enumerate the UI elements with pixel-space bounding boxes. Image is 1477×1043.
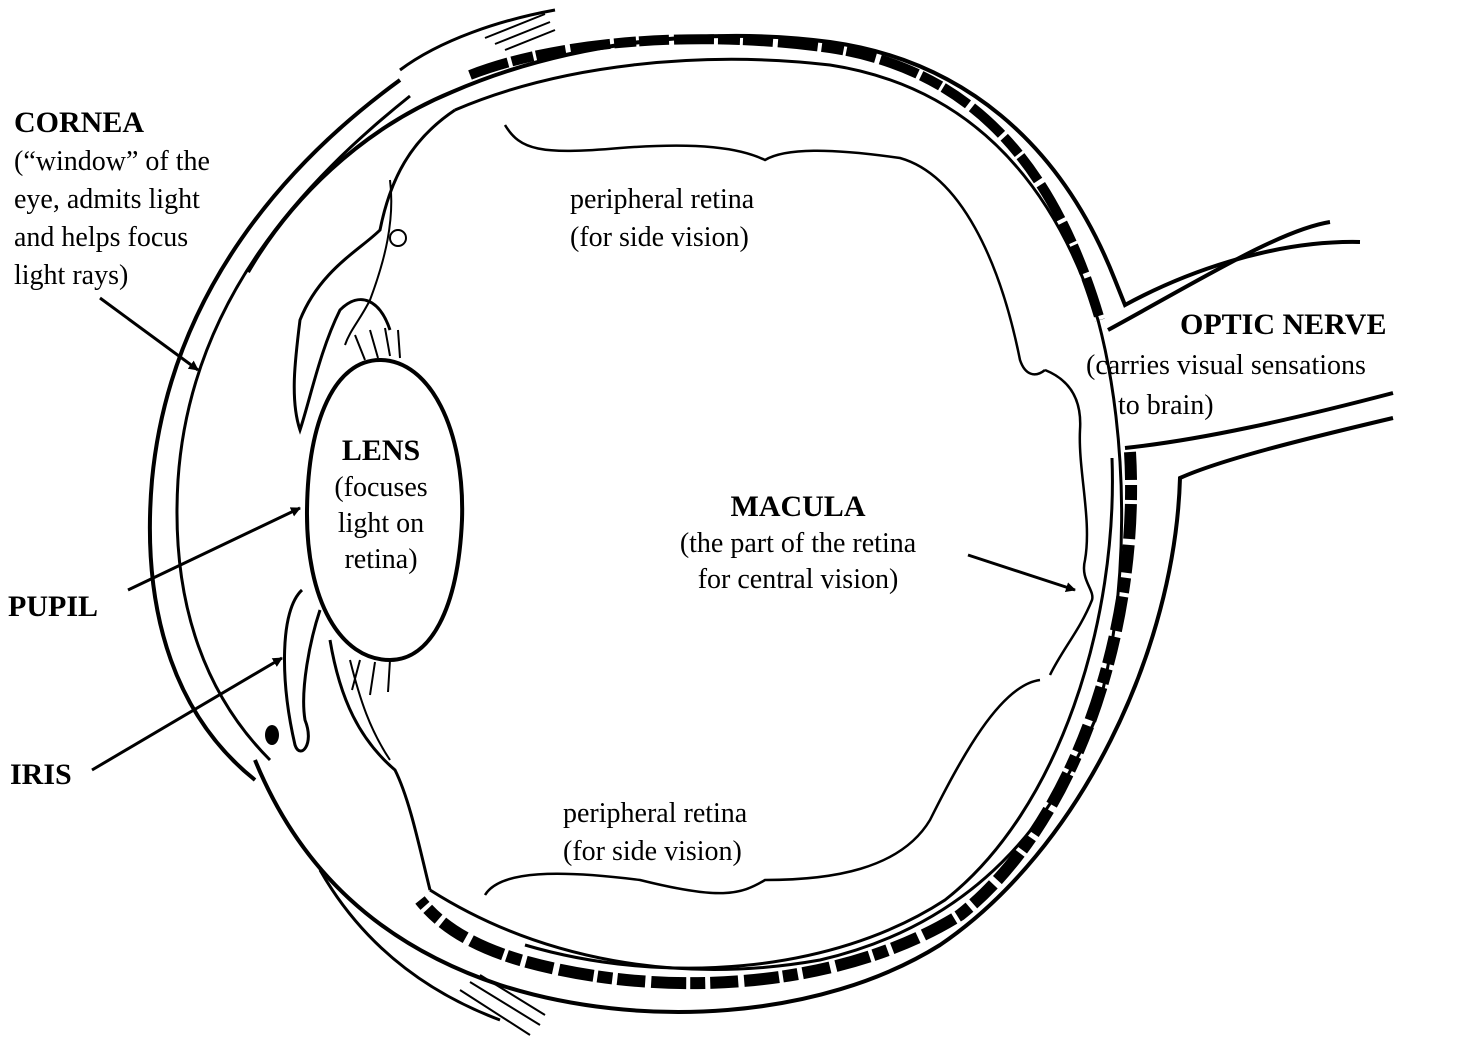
cornea-title: CORNEA <box>14 108 210 138</box>
cornea-arrow <box>100 298 198 370</box>
iris-label: IRIS <box>10 760 72 790</box>
lens-desc-2: light on <box>318 510 444 538</box>
sclera-outer-upper <box>248 36 1360 305</box>
peripheral-top-desc-2: (for side vision) <box>570 224 754 252</box>
macula-contour <box>1045 370 1092 675</box>
peripheral-retina-top-label: peripheral retina (for side vision) <box>570 186 754 252</box>
lens-title: LENS <box>318 436 444 466</box>
iris-lower <box>285 590 320 751</box>
cornea-desc-3: and helps focus <box>14 224 210 252</box>
optic-nerve-desc-2: to brain) <box>1118 392 1214 420</box>
optic-nerve-desc-1: (carries visual sensations <box>1086 352 1366 380</box>
cornea-label: CORNEA (“window” of the eye, admits ligh… <box>14 108 210 290</box>
peripheral-retina-bottom-label: peripheral retina (for side vision) <box>563 800 747 866</box>
pupil-label: PUPIL <box>8 592 98 622</box>
lens-desc-1: (focuses <box>318 474 444 502</box>
macula-arrow <box>968 555 1075 590</box>
peripheral-bottom-desc-1: peripheral retina <box>563 800 747 828</box>
macula-desc-1: (the part of the retina <box>630 530 966 558</box>
macula-title: MACULA <box>630 492 966 522</box>
macula-label: MACULA (the part of the retina for centr… <box>630 492 966 594</box>
optic-nerve-title: OPTIC NERVE <box>1180 310 1386 340</box>
iris-arrow <box>92 658 282 770</box>
cornea-desc-1: (“window” of the <box>14 148 210 176</box>
lens-label: LENS (focuses light on retina) <box>318 436 444 574</box>
peripheral-bottom-desc-2: (for side vision) <box>563 838 747 866</box>
pupil-arrow <box>128 508 300 590</box>
cornea-desc-2: eye, admits light <box>14 186 210 214</box>
macula-desc-2: for central vision) <box>630 566 966 594</box>
lens-desc-3: retina) <box>318 546 444 574</box>
choroid-upper <box>470 39 1100 320</box>
peripheral-top-desc-1: peripheral retina <box>570 186 754 214</box>
cornea-desc-4: light rays) <box>14 262 210 290</box>
